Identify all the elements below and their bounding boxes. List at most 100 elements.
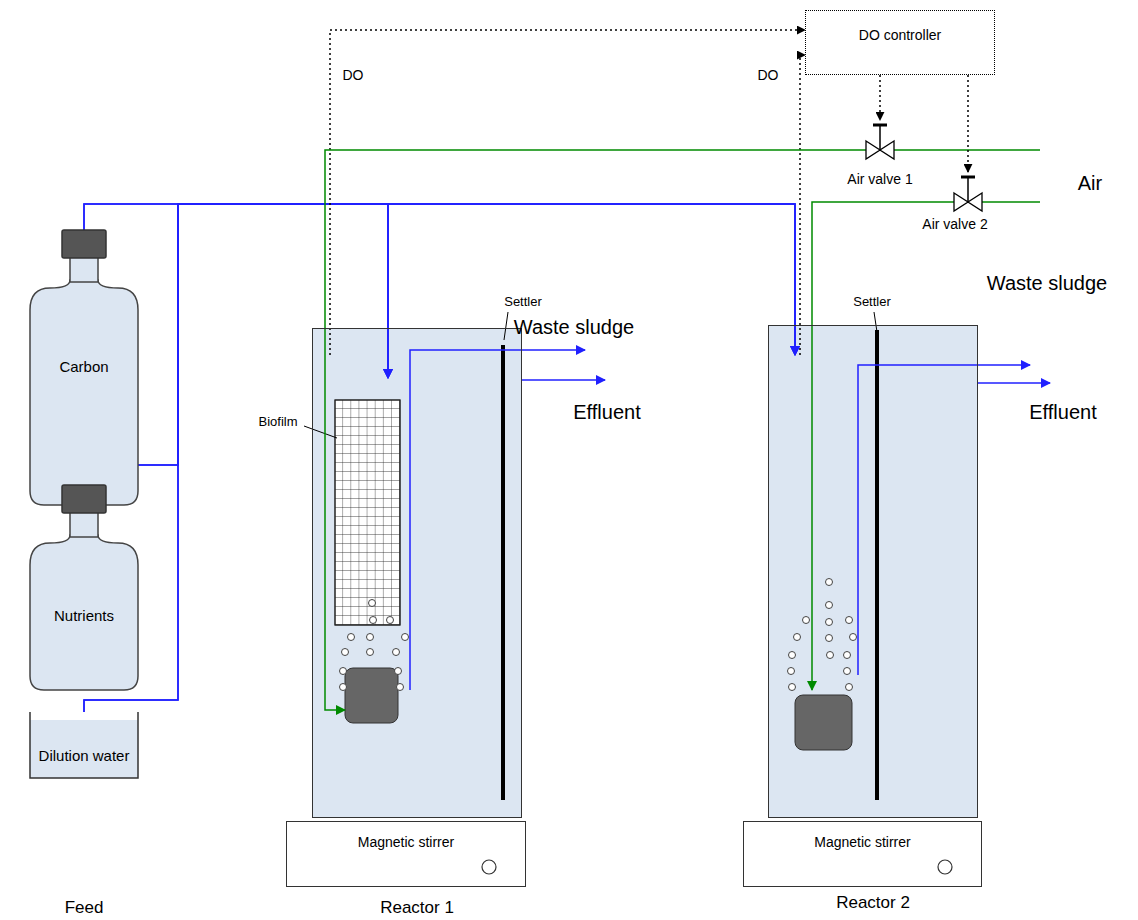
outlet-label: Waste sludge <box>987 272 1107 295</box>
stir-bar <box>795 695 852 750</box>
bottle-cap <box>62 230 106 258</box>
node-outline <box>287 822 527 888</box>
air-supply-line <box>894 149 1040 151</box>
bubble <box>397 684 404 691</box>
stirrer-knob <box>482 860 496 874</box>
air-supply-line <box>982 201 1040 203</box>
bubble <box>402 634 409 641</box>
part-label: Settler <box>504 295 542 310</box>
node-text: Magnetic stirrer <box>358 834 454 851</box>
outlet-label: Effluent <box>1029 401 1096 424</box>
node-text: Magnetic stirrer <box>814 834 910 851</box>
node-outline <box>744 822 983 888</box>
magnetic-stirrer: Magnetic stirrer <box>743 821 982 887</box>
dilution-tank: Dilution water <box>30 712 138 778</box>
signal-line <box>879 75 881 120</box>
feed-line <box>84 204 795 712</box>
node-text: Nutrients <box>54 607 114 625</box>
bubble <box>393 649 400 656</box>
node-text: Carbon <box>59 358 108 376</box>
effluent-pipe <box>978 382 1050 384</box>
node-outline <box>769 326 979 819</box>
node-text: Reactor 1 <box>380 898 454 918</box>
bottle-neck <box>70 512 98 537</box>
bubble <box>367 649 374 656</box>
outlet-label: Effluent <box>573 401 640 424</box>
bubble <box>789 652 796 659</box>
bubble <box>846 617 853 624</box>
bubble <box>387 617 394 624</box>
valve-stem <box>879 125 881 150</box>
vessel-fill <box>768 325 978 818</box>
node-text: Air valve 1 <box>847 171 912 188</box>
bubble <box>342 649 349 656</box>
bottle-cap <box>62 485 106 513</box>
signal-line <box>330 30 805 355</box>
bubble <box>340 684 347 691</box>
bottle-neck <box>70 257 98 282</box>
bubble <box>348 634 355 641</box>
stir-bar <box>345 668 398 723</box>
valve-body <box>954 193 982 211</box>
feed-line <box>84 204 795 355</box>
node-outline <box>313 329 523 819</box>
sludge-tube <box>410 350 585 690</box>
bubble <box>826 619 833 626</box>
sludge-tube <box>858 365 1030 675</box>
bubble <box>788 668 795 675</box>
air-valve: Air valve 2 <box>954 172 982 214</box>
feed-bottle: Nutrients <box>30 485 138 690</box>
bubble <box>803 617 810 624</box>
bottle-body <box>30 535 138 690</box>
node-outline <box>806 11 996 76</box>
stirrer-knob <box>938 860 952 874</box>
part-label: Biofilm <box>258 415 297 430</box>
signal-label: DO <box>343 67 364 83</box>
bottle-body <box>30 280 138 505</box>
bubble <box>844 668 851 675</box>
air-line <box>325 150 866 710</box>
inlet-label: Air <box>1078 172 1102 195</box>
node-outline <box>30 712 138 778</box>
signal-line <box>800 55 805 355</box>
bubble <box>340 668 347 675</box>
bubble <box>846 684 853 691</box>
bubble <box>794 634 801 641</box>
valve-actuator <box>873 124 887 127</box>
leader-line <box>304 426 337 438</box>
bubble <box>789 684 796 691</box>
bubble <box>826 635 833 642</box>
bubble <box>850 634 857 641</box>
bubble <box>395 668 402 675</box>
air-line <box>812 202 954 690</box>
valve-actuator <box>961 176 975 179</box>
node-outline <box>30 485 138 690</box>
feed-line <box>84 204 795 485</box>
vessel-fill <box>312 328 522 818</box>
air-bubbles <box>340 579 857 691</box>
air-valve: Air valve 1 <box>866 120 894 162</box>
valve-stem <box>967 177 969 202</box>
bubble <box>367 634 374 641</box>
tank-wall <box>30 712 138 778</box>
leader-line <box>504 312 508 340</box>
magnetic-stirrer: Magnetic stirrer <box>286 821 526 887</box>
valve-body <box>866 141 894 159</box>
do-controller: DO controller <box>805 10 995 75</box>
settler-baffle <box>875 330 879 800</box>
signal-label: DO <box>758 67 779 83</box>
settler-baffle <box>501 345 505 800</box>
reactor-vessel: Reactor 1 <box>312 328 522 818</box>
leader-line <box>874 312 877 332</box>
bubble <box>369 600 376 607</box>
bubble <box>370 617 377 624</box>
node-text: Dilution water <box>39 747 130 765</box>
biofilm-carrier <box>335 400 400 625</box>
node-text: Air valve 2 <box>922 216 987 233</box>
bubble <box>826 602 833 609</box>
node-text: Reactor 2 <box>836 893 910 913</box>
